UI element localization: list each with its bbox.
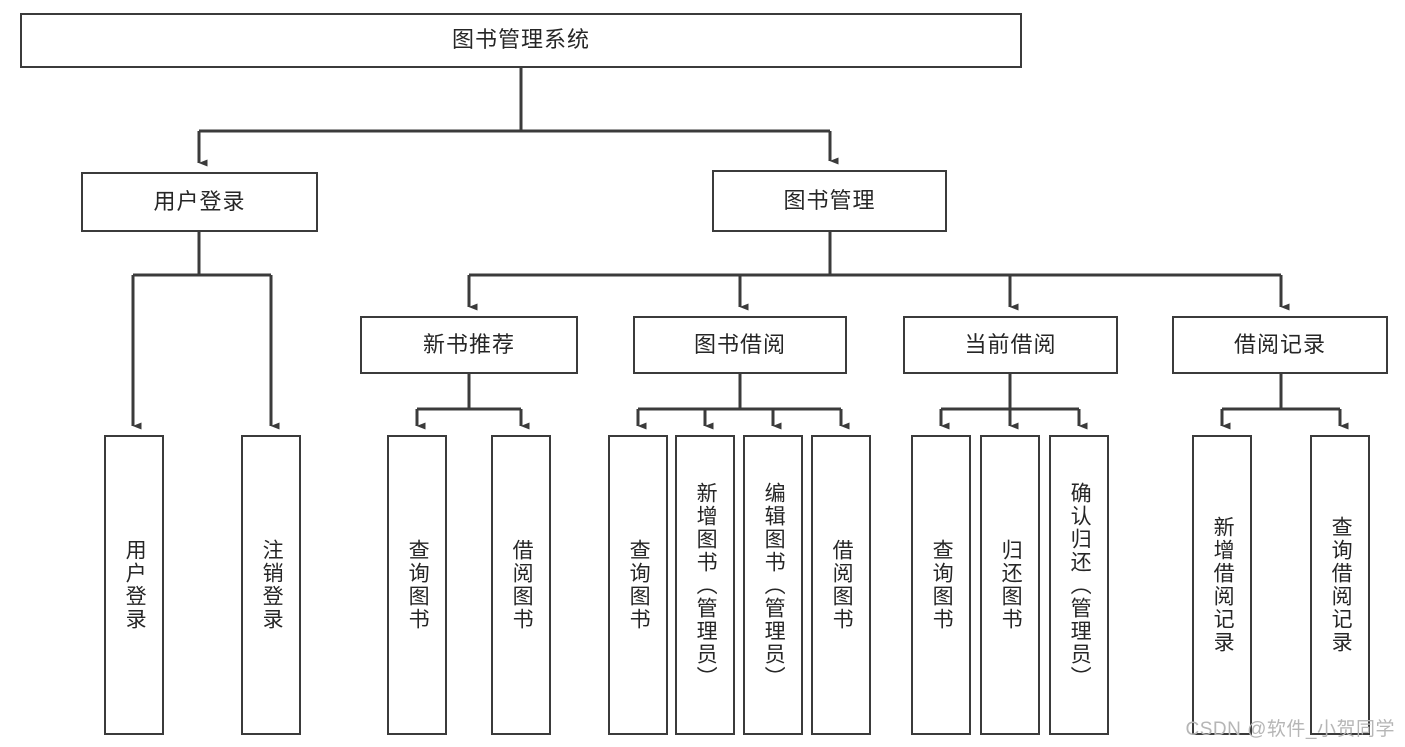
node-label: 确认归还（管理员）	[1068, 481, 1092, 689]
node-leaf-edit-book[interactable]: 编辑图书（管理员）	[743, 435, 803, 735]
node-label: 借阅图书	[830, 539, 854, 631]
node-book-borrow[interactable]: 图书借阅	[633, 316, 847, 374]
node-label: 查询图书	[930, 539, 954, 631]
node-leaf-query-book-2[interactable]: 查询图书	[608, 435, 668, 735]
node-borrow-record[interactable]: 借阅记录	[1172, 316, 1388, 374]
node-user-login[interactable]: 用户登录	[81, 172, 318, 232]
node-leaf-return-book[interactable]: 归还图书	[980, 435, 1040, 735]
node-label: 注销登录	[260, 539, 284, 631]
node-label: 归还图书	[999, 539, 1023, 631]
node-leaf-add-record[interactable]: 新增借阅记录	[1192, 435, 1252, 735]
node-leaf-query-record[interactable]: 查询借阅记录	[1310, 435, 1370, 735]
node-label: 查询图书	[406, 539, 430, 631]
node-label: 编辑图书（管理员）	[762, 481, 786, 689]
node-label: 图书管理	[783, 187, 876, 213]
node-label: 新增借阅记录	[1211, 516, 1235, 654]
watermark-text: CSDN @软件_小贺同学	[1185, 719, 1395, 740]
node-leaf-add-book[interactable]: 新增图书（管理员）	[675, 435, 735, 735]
node-label: 新增图书（管理员）	[694, 481, 718, 689]
node-label: 当前借阅	[964, 331, 1057, 357]
node-label: 新书推荐	[422, 331, 515, 357]
node-new-book-recommend[interactable]: 新书推荐	[360, 316, 578, 374]
node-leaf-borrow-book-2[interactable]: 借阅图书	[811, 435, 871, 735]
node-leaf-query-book-3[interactable]: 查询图书	[911, 435, 971, 735]
node-label: 用户登录	[123, 539, 147, 631]
node-label: 图书借阅	[693, 331, 786, 357]
node-leaf-confirm-return[interactable]: 确认归还（管理员）	[1049, 435, 1109, 735]
node-leaf-user-logout[interactable]: 注销登录	[241, 435, 301, 735]
node-leaf-query-book-1[interactable]: 查询图书	[387, 435, 447, 735]
node-current-borrow[interactable]: 当前借阅	[903, 316, 1118, 374]
node-label: 借阅记录	[1233, 331, 1326, 357]
node-label: 借阅图书	[510, 539, 534, 631]
node-label: 用户登录	[153, 188, 246, 214]
node-leaf-borrow-book-1[interactable]: 借阅图书	[491, 435, 551, 735]
node-book-management[interactable]: 图书管理	[712, 170, 947, 232]
node-leaf-user-login[interactable]: 用户登录	[104, 435, 164, 735]
node-root-book-management-system[interactable]: 图书管理系统	[20, 13, 1022, 68]
node-label: 查询借阅记录	[1329, 516, 1353, 654]
node-label: 查询图书	[627, 539, 651, 631]
node-label: 图书管理系统	[451, 27, 590, 53]
